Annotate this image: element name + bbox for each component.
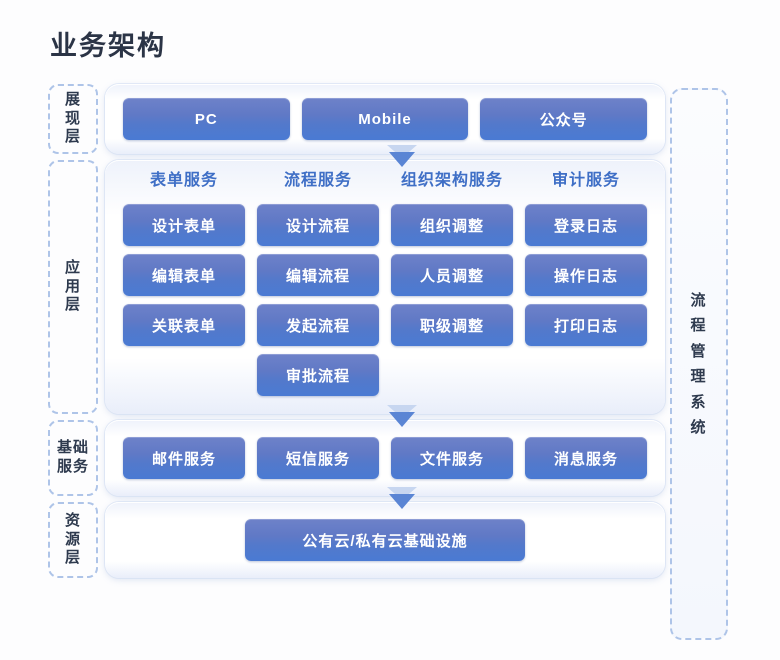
layer-tag-resource-label: 资源层 bbox=[64, 511, 81, 567]
service-item-edit-form[interactable]: 编辑表单 bbox=[123, 254, 245, 296]
panel-application: 表单服务 设计表单 编辑表单 关联表单 流程服务 设计流程 编辑流程 发起流程 … bbox=[105, 160, 665, 414]
presentation-button-row: PC Mobile 公众号 bbox=[123, 98, 648, 140]
resource-item-cloud-infrastructure[interactable]: 公有云/私有云基础设施 bbox=[245, 519, 525, 561]
panel-presentation: PC Mobile 公众号 bbox=[105, 84, 665, 154]
service-item-login-log[interactable]: 登录日志 bbox=[525, 204, 647, 246]
system-scope-box: 流程管理系统 bbox=[670, 88, 728, 640]
service-item-start-process[interactable]: 发起流程 bbox=[257, 304, 379, 346]
service-item-operation-log[interactable]: 操作日志 bbox=[525, 254, 647, 296]
service-column-header-process: 流程服务 bbox=[283, 172, 352, 189]
basic-service-item-message[interactable]: 消息服务 bbox=[525, 437, 647, 479]
page-title: 业务架构 bbox=[50, 31, 166, 61]
basic-service-item-sms[interactable]: 短信服务 bbox=[257, 437, 379, 479]
presentation-item-pc[interactable]: PC bbox=[123, 98, 290, 140]
presentation-item-official-account[interactable]: 公众号 bbox=[480, 98, 648, 140]
layer-resource: 资源层 公有云/私有云基础设施 bbox=[0, 502, 780, 578]
service-item-relate-form[interactable]: 关联表单 bbox=[123, 304, 245, 346]
layer-tag-basic-services-label: 基础服务 bbox=[56, 439, 89, 475]
service-column-organization: 组织架构服务 组织调整 人员调整 职级调整 bbox=[391, 170, 513, 396]
service-item-org-adjust[interactable]: 组织调整 bbox=[391, 204, 513, 246]
panel-basic-services: 邮件服务 短信服务 文件服务 消息服务 bbox=[105, 420, 665, 496]
service-item-design-form[interactable]: 设计表单 bbox=[123, 204, 245, 246]
layer-basic-services: 基础服务 邮件服务 短信服务 文件服务 消息服务 bbox=[0, 420, 780, 496]
architecture-diagram: 展现层 PC Mobile 公众号 应用层 表单服务 设计表单 编辑表单 bbox=[0, 84, 780, 584]
basic-services-button-row: 邮件服务 短信服务 文件服务 消息服务 bbox=[123, 437, 647, 479]
service-column-form: 表单服务 设计表单 编辑表单 关联表单 bbox=[123, 170, 245, 396]
service-column-header-organization: 组织架构服务 bbox=[400, 172, 503, 189]
layer-application: 应用层 表单服务 设计表单 编辑表单 关联表单 流程服务 设计流程 编辑流程 发… bbox=[0, 160, 780, 414]
layer-tag-application-label: 应用层 bbox=[64, 258, 81, 314]
basic-service-item-mail[interactable]: 邮件服务 bbox=[123, 437, 245, 479]
down-arrow-icon bbox=[387, 405, 417, 427]
down-arrow-icon bbox=[387, 487, 417, 509]
service-column-audit: 审计服务 登录日志 操作日志 打印日志 bbox=[525, 170, 647, 396]
service-item-approve-process[interactable]: 审批流程 bbox=[257, 354, 379, 396]
application-service-grid: 表单服务 设计表单 编辑表单 关联表单 流程服务 设计流程 编辑流程 发起流程 … bbox=[123, 170, 647, 396]
layer-tag-basic-services: 基础服务 bbox=[48, 420, 98, 496]
resource-button-row: 公有云/私有云基础设施 bbox=[123, 519, 647, 561]
layer-tag-resource: 资源层 bbox=[48, 502, 98, 578]
service-item-staff-adjust[interactable]: 人员调整 bbox=[391, 254, 513, 296]
service-item-design-process[interactable]: 设计流程 bbox=[257, 204, 379, 246]
service-column-header-form: 表单服务 bbox=[149, 172, 218, 189]
service-column-process: 流程服务 设计流程 编辑流程 发起流程 审批流程 bbox=[257, 170, 379, 396]
layer-tag-presentation-label: 展现层 bbox=[64, 90, 81, 146]
service-item-print-log[interactable]: 打印日志 bbox=[525, 304, 647, 346]
presentation-item-mobile[interactable]: Mobile bbox=[301, 98, 469, 140]
down-arrow-icon bbox=[387, 145, 417, 167]
service-column-header-audit: 审计服务 bbox=[551, 172, 620, 189]
panel-resource: 公有云/私有云基础设施 bbox=[105, 502, 665, 578]
service-item-edit-process[interactable]: 编辑流程 bbox=[257, 254, 379, 296]
service-item-rank-adjust[interactable]: 职级调整 bbox=[391, 304, 513, 346]
basic-service-item-file[interactable]: 文件服务 bbox=[391, 437, 513, 479]
system-scope-label: 流程管理系统 bbox=[690, 291, 708, 437]
layer-presentation: 展现层 PC Mobile 公众号 bbox=[0, 84, 780, 154]
layer-tag-application: 应用层 bbox=[48, 160, 98, 414]
layer-tag-presentation: 展现层 bbox=[48, 84, 98, 154]
